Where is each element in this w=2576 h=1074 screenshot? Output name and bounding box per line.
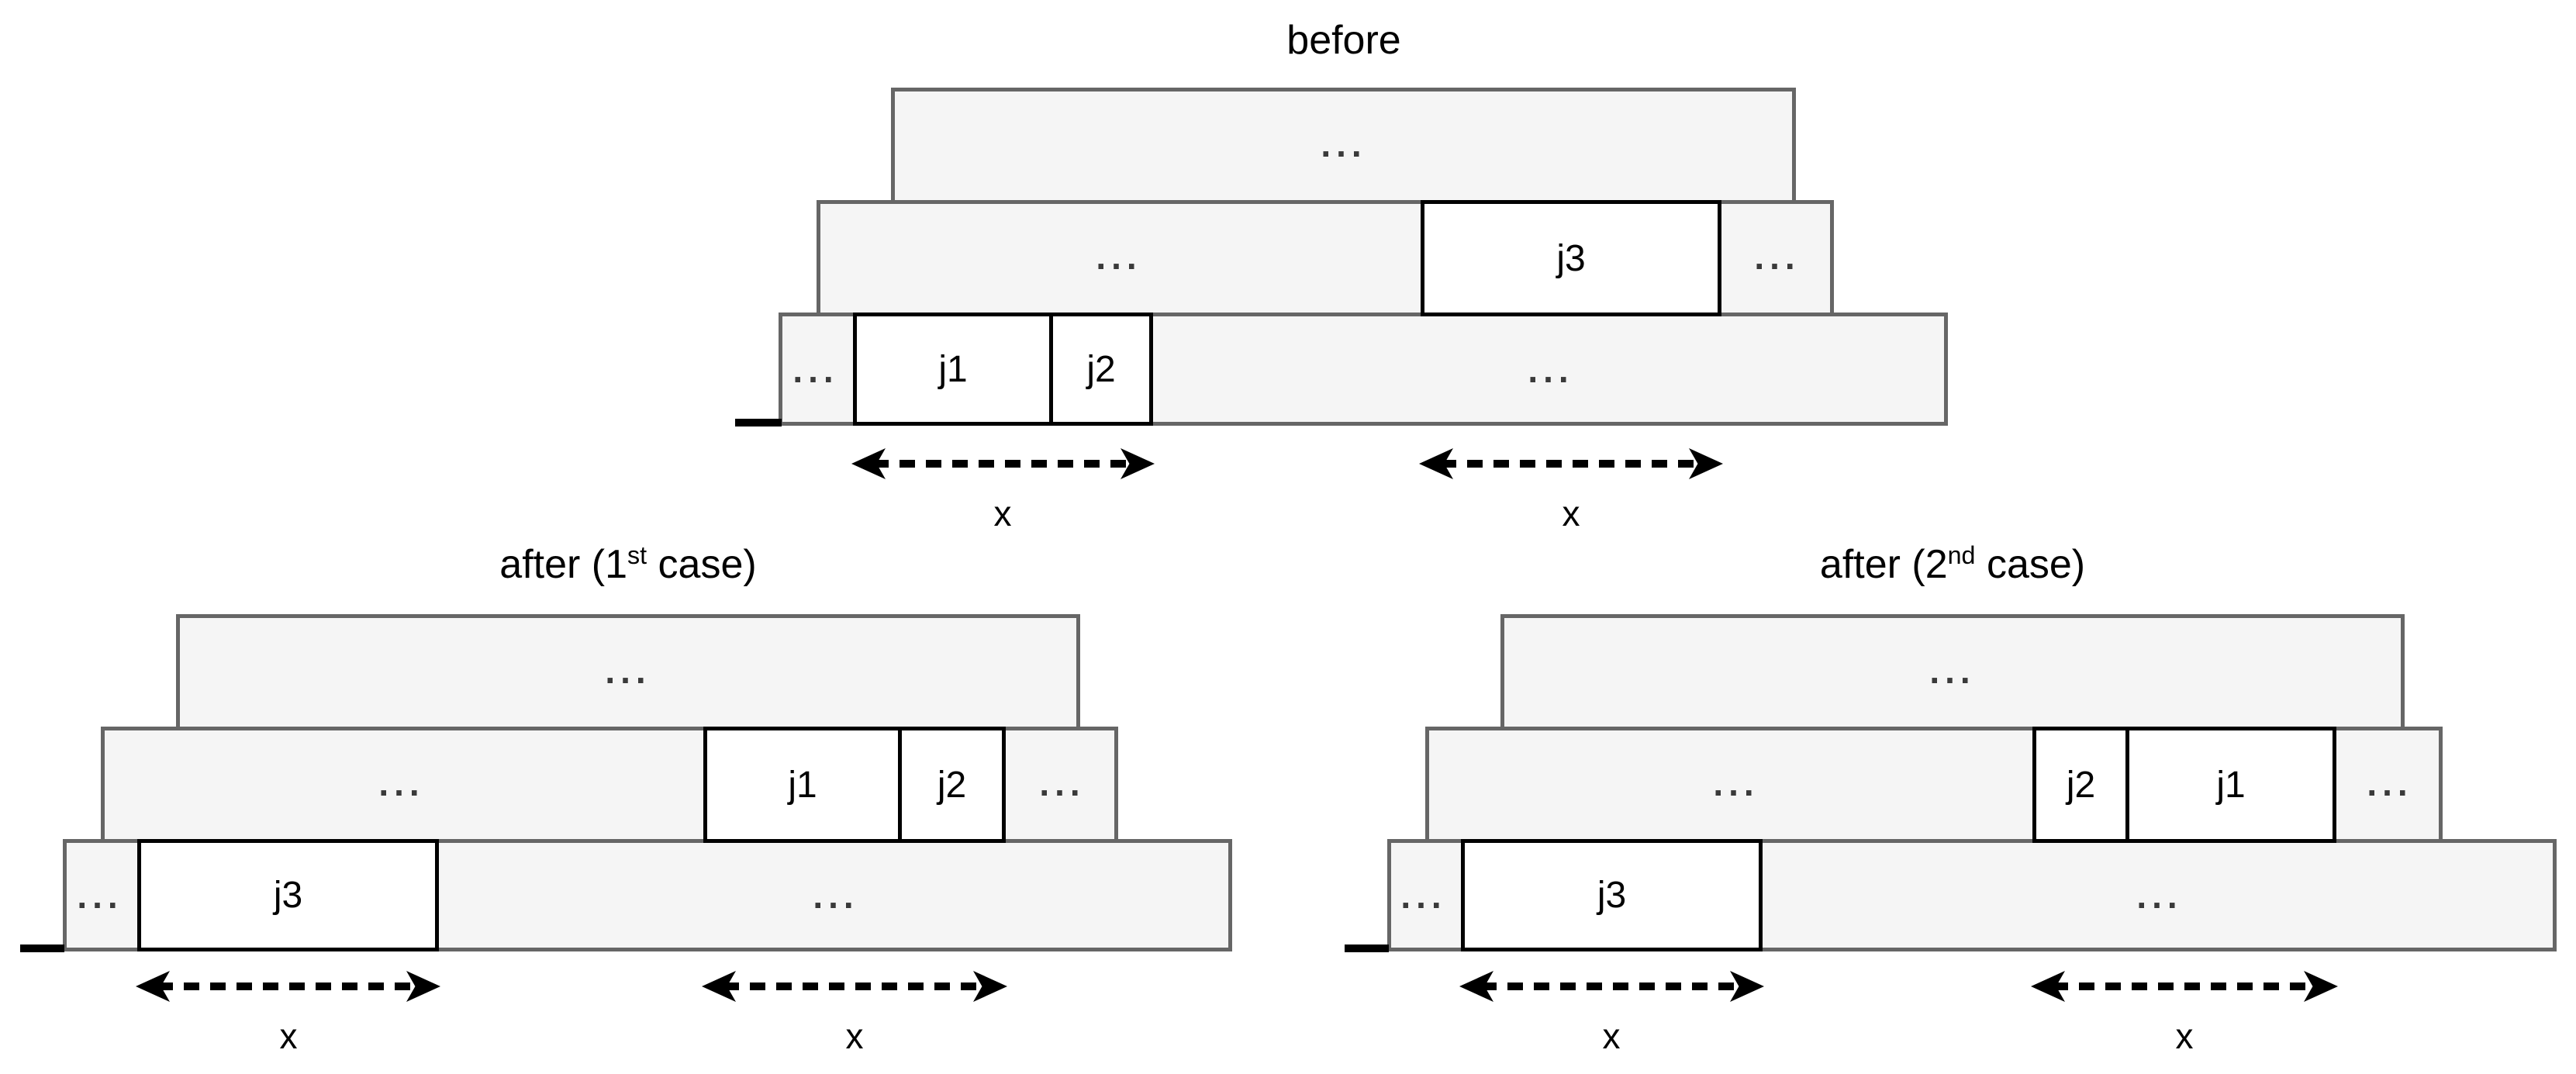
job-label-j3: j3 bbox=[273, 875, 303, 916]
job-label-j3: j3 bbox=[1556, 237, 1586, 279]
job-box-j1: j1 bbox=[853, 313, 1053, 426]
figure-before-title: before bbox=[1286, 18, 1401, 63]
ellipsis-middle-right: ... bbox=[1754, 237, 1801, 277]
x-label-right: x bbox=[845, 1016, 864, 1056]
job-label-j2: j2 bbox=[2066, 764, 2096, 806]
width-arrow-right bbox=[2031, 969, 2338, 1003]
machine-bar-top bbox=[176, 614, 1080, 730]
ellipsis-bottom-left: ... bbox=[1400, 875, 1447, 916]
x-label-right: x bbox=[1562, 493, 1580, 534]
ellipsis-top-bar: ... bbox=[1929, 651, 1976, 691]
width-arrow-left bbox=[851, 447, 1155, 481]
ellipsis-top-bar: ... bbox=[605, 651, 651, 691]
ellipsis-bottom-right: ... bbox=[2136, 875, 2183, 916]
title-text: after (1 bbox=[499, 542, 628, 587]
figure-after2-title: after (2nd case) bbox=[1819, 541, 2086, 587]
job-box-j2: j2 bbox=[2032, 727, 2129, 843]
job-box-j1: j1 bbox=[703, 727, 902, 843]
ellipsis-middle-left: ... bbox=[378, 763, 425, 803]
ellipsis-middle-right: ... bbox=[2367, 763, 2413, 803]
ellipsis-bottom-left: ... bbox=[792, 350, 839, 390]
job-label-j1: j1 bbox=[2216, 764, 2246, 806]
ellipsis-top-bar: ... bbox=[1321, 124, 1367, 164]
width-arrow-left bbox=[136, 969, 440, 1003]
job-box-j2: j2 bbox=[1049, 313, 1153, 426]
title-rest: case) bbox=[647, 542, 757, 587]
arrow-dashed-line bbox=[1481, 982, 1742, 990]
width-arrow-left bbox=[1459, 969, 1764, 1003]
baseline-tick bbox=[20, 944, 64, 952]
baseline-tick bbox=[735, 419, 782, 426]
ellipsis-middle-left: ... bbox=[1713, 763, 1759, 803]
job-box-j1: j1 bbox=[2125, 727, 2336, 843]
job-label-j2: j2 bbox=[937, 764, 967, 806]
baseline-tick bbox=[1345, 944, 1389, 952]
arrow-dashed-line bbox=[2053, 982, 2316, 990]
arrow-dashed-line bbox=[157, 982, 419, 990]
machine-bar-top bbox=[891, 88, 1796, 204]
title-text: after (2 bbox=[1819, 542, 1948, 587]
x-label-left: x bbox=[1602, 1016, 1621, 1056]
ellipsis-bottom-left: ... bbox=[77, 875, 123, 916]
job-box-j3: j3 bbox=[137, 839, 439, 951]
title-superscript: st bbox=[627, 541, 647, 570]
figure-after1-title: after (1st case) bbox=[499, 541, 757, 587]
job-label-j2: j2 bbox=[1086, 348, 1116, 390]
job-box-j2: j2 bbox=[898, 727, 1006, 843]
ellipsis-middle-right: ... bbox=[1039, 763, 1086, 803]
x-label-left: x bbox=[279, 1016, 298, 1056]
arrow-dashed-line bbox=[873, 460, 1133, 468]
x-label-left: x bbox=[993, 493, 1012, 534]
title-superscript: nd bbox=[1947, 541, 1976, 570]
job-label-j3: j3 bbox=[1597, 875, 1627, 916]
job-label-j1: j1 bbox=[938, 348, 968, 390]
job-box-j3: j3 bbox=[1461, 839, 1763, 951]
ellipsis-bottom-right: ... bbox=[1528, 350, 1574, 390]
ellipsis-bottom-right: ... bbox=[813, 875, 859, 916]
arrow-dashed-line bbox=[723, 982, 986, 990]
job-box-j3: j3 bbox=[1421, 200, 1721, 316]
title-rest: case) bbox=[1975, 542, 2086, 587]
arrow-dashed-line bbox=[1441, 460, 1701, 468]
x-label-right: x bbox=[2175, 1016, 2194, 1056]
width-arrow-right bbox=[1419, 447, 1723, 481]
job-label-j1: j1 bbox=[788, 764, 817, 806]
width-arrow-right bbox=[702, 969, 1007, 1003]
ellipsis-middle-left: ... bbox=[1096, 237, 1142, 277]
title-text: before bbox=[1286, 18, 1401, 63]
